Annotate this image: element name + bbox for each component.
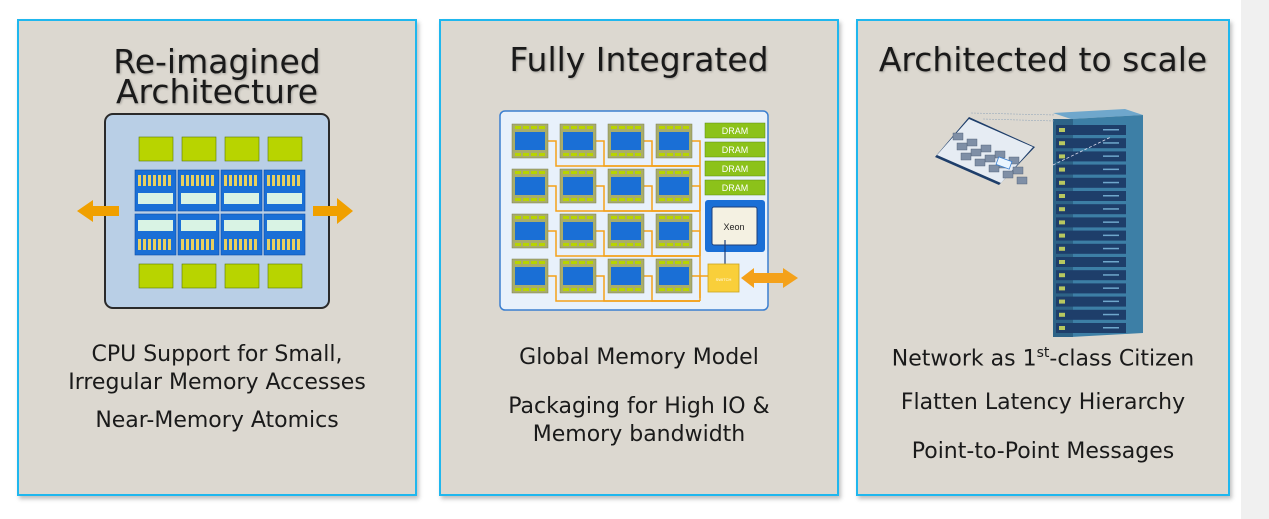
dram-module xyxy=(704,160,766,177)
feature-item: Flatten Latency Hierarchy xyxy=(858,389,1228,417)
switch-box xyxy=(707,263,740,293)
board-chip xyxy=(966,138,978,147)
server-slot xyxy=(1056,270,1126,281)
server-slot xyxy=(1056,138,1126,149)
interconnect-wire xyxy=(692,140,701,166)
server-slot xyxy=(1056,217,1126,228)
right-arrow-icon xyxy=(313,198,353,224)
server-slot xyxy=(1056,283,1126,294)
dram-label: DRAM xyxy=(722,164,749,174)
dram-module xyxy=(704,179,766,196)
memory-block xyxy=(224,263,260,289)
board-chip xyxy=(1012,166,1024,175)
server-slot xyxy=(1056,151,1126,162)
feature-item: Packaging for High IO & Memory bandwidth xyxy=(441,393,837,449)
feature-line: CPU Support for Small, xyxy=(91,342,343,367)
board-chip xyxy=(956,142,968,151)
board-chip xyxy=(1002,170,1014,179)
dram-module xyxy=(704,141,766,158)
dram-module xyxy=(704,122,766,139)
server-slot xyxy=(1056,177,1126,188)
memory-block xyxy=(267,136,303,162)
board-chip xyxy=(974,158,986,167)
feature-item: Near-Memory Atomics xyxy=(19,407,415,435)
feature-item: Point-to-Point Messages xyxy=(858,438,1228,466)
board-chip xyxy=(970,148,982,157)
switch-label: SWITCH xyxy=(716,277,732,282)
server-slot xyxy=(1056,204,1126,215)
server-slot xyxy=(1056,230,1126,241)
panel-title: Fully Integrated xyxy=(441,40,837,79)
memory-block xyxy=(267,263,303,289)
board-chip xyxy=(980,144,992,153)
server-slot xyxy=(1056,191,1126,201)
feature-text: -class Citizen xyxy=(1049,346,1195,372)
rack-top xyxy=(1053,109,1143,119)
feature-line: Irregular Memory Accesses xyxy=(68,370,366,395)
board-chip xyxy=(1016,176,1028,185)
memory-block xyxy=(138,136,174,162)
right-margin-bar xyxy=(1241,0,1269,519)
feature-line: Point-to-Point Messages xyxy=(911,439,1175,464)
dram-label: DRAM xyxy=(722,183,749,193)
feature-line: Packaging for High IO & xyxy=(508,394,770,419)
memory-block xyxy=(138,263,174,289)
interconnect-wire xyxy=(644,230,700,257)
board-chip xyxy=(952,132,964,141)
panel-title: Architected to scale xyxy=(858,40,1228,79)
board-chip xyxy=(988,164,1000,173)
xeon-label: Xeon xyxy=(723,222,744,232)
feature-item: CPU Support for Small, Irregular Memory … xyxy=(19,341,415,397)
feature-line: Global Memory Model xyxy=(519,345,759,370)
board-chip xyxy=(960,152,972,161)
feature-item: Network as 1st-class Citizen xyxy=(858,339,1228,373)
xeon-chip xyxy=(711,206,758,246)
interconnect-wire xyxy=(644,275,700,302)
server-slot xyxy=(1056,309,1126,320)
server-slot xyxy=(1056,243,1126,254)
feature-line: Flatten Latency Hierarchy xyxy=(900,390,1186,415)
server-rack-diagram xyxy=(935,109,1143,337)
server-slot xyxy=(1056,296,1126,307)
board-chip xyxy=(984,154,996,163)
server-slot xyxy=(1056,164,1126,175)
panel-fully-integrated: Fully Integrated DRAM DRAM DRAM DRAM Xeon S… xyxy=(439,19,839,496)
panel-architected-to-scale: Architected to scale Network as 1st-clas… xyxy=(856,19,1230,496)
server-slot xyxy=(1056,125,1126,135)
title-line: Architected to scale xyxy=(878,40,1208,79)
interconnect-wire xyxy=(644,185,700,212)
left-arrow-icon xyxy=(77,200,119,222)
server-slot xyxy=(1056,323,1126,333)
panel-reimagined-architecture: Re-imagined Architecture CPU Support for… xyxy=(17,19,417,496)
superscript: st xyxy=(1036,345,1050,361)
io-double-arrow-icon xyxy=(741,268,798,288)
feature-line: Memory bandwidth xyxy=(532,422,746,447)
dram-label: DRAM xyxy=(722,145,749,155)
feature-text: Network as 1 xyxy=(891,346,1037,372)
panel-title: Re-imagined Architecture xyxy=(19,42,415,111)
dram-label: DRAM xyxy=(722,126,749,136)
integrated-board-diagram: DRAM DRAM DRAM DRAM Xeon SWITCH xyxy=(499,110,798,311)
feature-line: Near-Memory Atomics xyxy=(95,408,339,433)
memory-block xyxy=(224,136,260,162)
memory-block xyxy=(181,263,217,289)
memory-block xyxy=(181,136,217,162)
title-line: Architecture xyxy=(115,72,319,111)
title-line: Re-imagined xyxy=(113,42,321,81)
title-line: Fully Integrated xyxy=(509,40,769,79)
interconnect-wire xyxy=(644,140,700,167)
server-slot xyxy=(1056,257,1126,267)
feature-item: Global Memory Model xyxy=(441,344,837,372)
chip-architecture-diagram xyxy=(77,113,353,309)
